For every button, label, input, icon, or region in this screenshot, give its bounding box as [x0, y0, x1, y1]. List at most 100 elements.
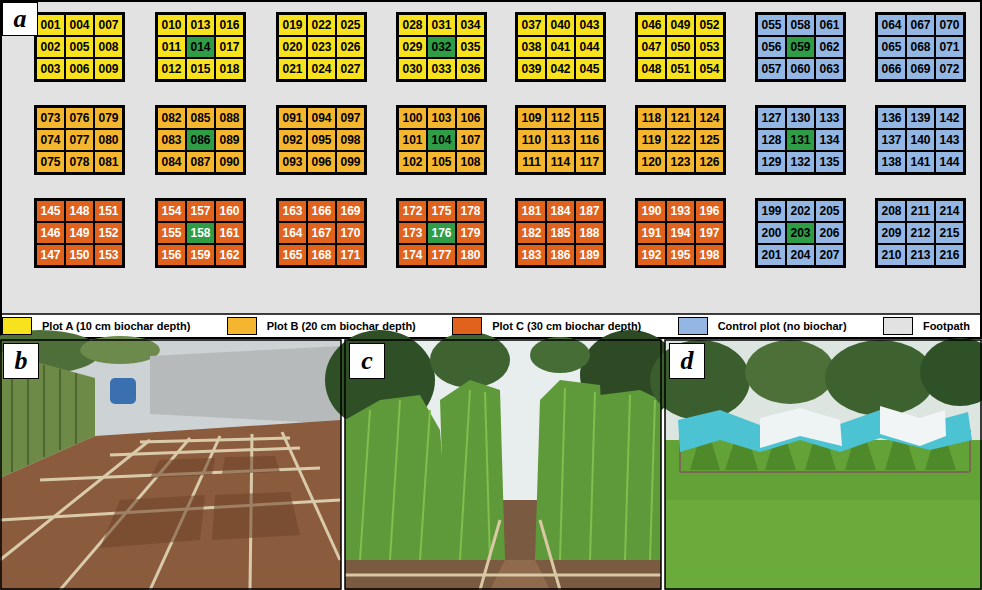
- plot-number: 101: [402, 134, 422, 146]
- plot-cell: 069: [906, 58, 935, 80]
- plot-cell: 185: [546, 222, 575, 244]
- plot-cell: 064: [877, 14, 906, 36]
- plot-cell: 202: [786, 200, 815, 222]
- plot-number: 109: [521, 112, 541, 124]
- plot-number: 112: [551, 112, 570, 124]
- plot-cell: 191: [637, 222, 666, 244]
- plot-cell: 032: [427, 36, 456, 58]
- plot-cell: 024: [307, 58, 336, 80]
- plot-cell: 099: [336, 151, 365, 173]
- plot-cell: 020: [278, 36, 307, 58]
- plot-cell: 164: [278, 222, 307, 244]
- legend-item: Plot B (20 cm biochar depth): [227, 317, 424, 335]
- plot-number: 056: [761, 41, 781, 53]
- plot-number: 162: [219, 249, 239, 261]
- plot-cell: 172: [398, 200, 427, 222]
- plot-cell: 112: [546, 107, 575, 129]
- plot-cell: 015: [186, 58, 215, 80]
- plot-number: 050: [670, 41, 690, 53]
- plot-cell: 127: [757, 107, 786, 129]
- plot-cell: 033: [427, 58, 456, 80]
- plot-cell: 120: [637, 151, 666, 173]
- plot-cell: 041: [546, 36, 575, 58]
- plot-cell: 012: [157, 58, 186, 80]
- plot-number: 051: [670, 63, 690, 75]
- plot-number: 090: [219, 156, 239, 168]
- plot-cell: 107: [456, 129, 485, 151]
- plot-number: 211: [911, 205, 930, 217]
- plot-number: 106: [460, 112, 480, 124]
- plot-number: 213: [910, 249, 930, 261]
- plot-cell: 114: [546, 151, 575, 173]
- plot-cell: 130: [786, 107, 815, 129]
- plot-cell: 115: [575, 107, 604, 129]
- plot-cell: 134: [815, 129, 844, 151]
- plot-number: 038: [521, 41, 541, 53]
- plot-number: 136: [881, 112, 901, 124]
- plot-cell: 053: [695, 36, 724, 58]
- plot-cell: 201: [757, 244, 786, 266]
- plot-number: 102: [402, 156, 422, 168]
- plot-cell: 071: [935, 36, 964, 58]
- plot-number: 117: [580, 156, 599, 168]
- plot-cell: 075: [36, 151, 65, 173]
- plot-number: 215: [939, 227, 959, 239]
- plot-cell: 023: [307, 36, 336, 58]
- plot-cell: 083: [157, 129, 186, 151]
- plot-number: 076: [69, 112, 89, 124]
- plot-number: 046: [641, 19, 661, 31]
- plot-cell: 038: [517, 36, 546, 58]
- plot-number: 186: [550, 249, 570, 261]
- plot-number: 014: [190, 41, 210, 53]
- plot-number: 167: [311, 227, 331, 239]
- plot-cell: 072: [935, 58, 964, 80]
- plot-cell: 035: [456, 36, 485, 58]
- plot-cell: 154: [157, 200, 186, 222]
- plot-number: 210: [881, 249, 901, 261]
- plot-number: 041: [550, 41, 570, 53]
- plot-number: 191: [641, 227, 661, 239]
- plot-number: 045: [579, 63, 599, 75]
- plot-cell: 189: [575, 244, 604, 266]
- plot-number: 147: [40, 249, 60, 261]
- plot-cell: 025: [336, 14, 365, 36]
- plot-number: 066: [881, 63, 901, 75]
- plot-number: 081: [98, 156, 118, 168]
- plot-cell: 200: [757, 222, 786, 244]
- plot-number: 120: [641, 156, 661, 168]
- plot-cell: 128: [757, 129, 786, 151]
- plot-number: 100: [402, 112, 422, 124]
- plot-cell: 004: [65, 14, 94, 36]
- plot-number: 074: [40, 134, 60, 146]
- plot-cell: 105: [427, 151, 456, 173]
- plot-cell: 104: [427, 129, 456, 151]
- plot-number: 059: [790, 41, 810, 53]
- plot-number: 130: [790, 112, 810, 124]
- plot-number: 122: [670, 134, 690, 146]
- legend-item: Footpath: [883, 317, 978, 335]
- plot-number: 198: [699, 249, 719, 261]
- plot-cell: 148: [65, 200, 94, 222]
- plot-number: 017: [219, 41, 239, 53]
- plot-number: 033: [431, 63, 451, 75]
- plot-cell: 206: [815, 222, 844, 244]
- plot-cell: 102: [398, 151, 427, 173]
- plot-cell: 119: [637, 129, 666, 151]
- plot-cell: 111: [517, 151, 546, 173]
- plot-cell: 157: [186, 200, 215, 222]
- plot-number: 119: [642, 134, 661, 146]
- plot-number: 172: [402, 205, 422, 217]
- plot-cell: 009: [94, 58, 123, 80]
- plot-cell: 007: [94, 14, 123, 36]
- plot-number: 177: [431, 249, 451, 261]
- plot-cell: 182: [517, 222, 546, 244]
- plot-cell: 087: [186, 151, 215, 173]
- plot-cell: 057: [757, 58, 786, 80]
- plot-cell: 042: [546, 58, 575, 80]
- plot-number: 161: [219, 227, 239, 239]
- plot-cell: 161: [215, 222, 244, 244]
- plot-number: 197: [699, 227, 719, 239]
- legend-swatch: [452, 317, 482, 335]
